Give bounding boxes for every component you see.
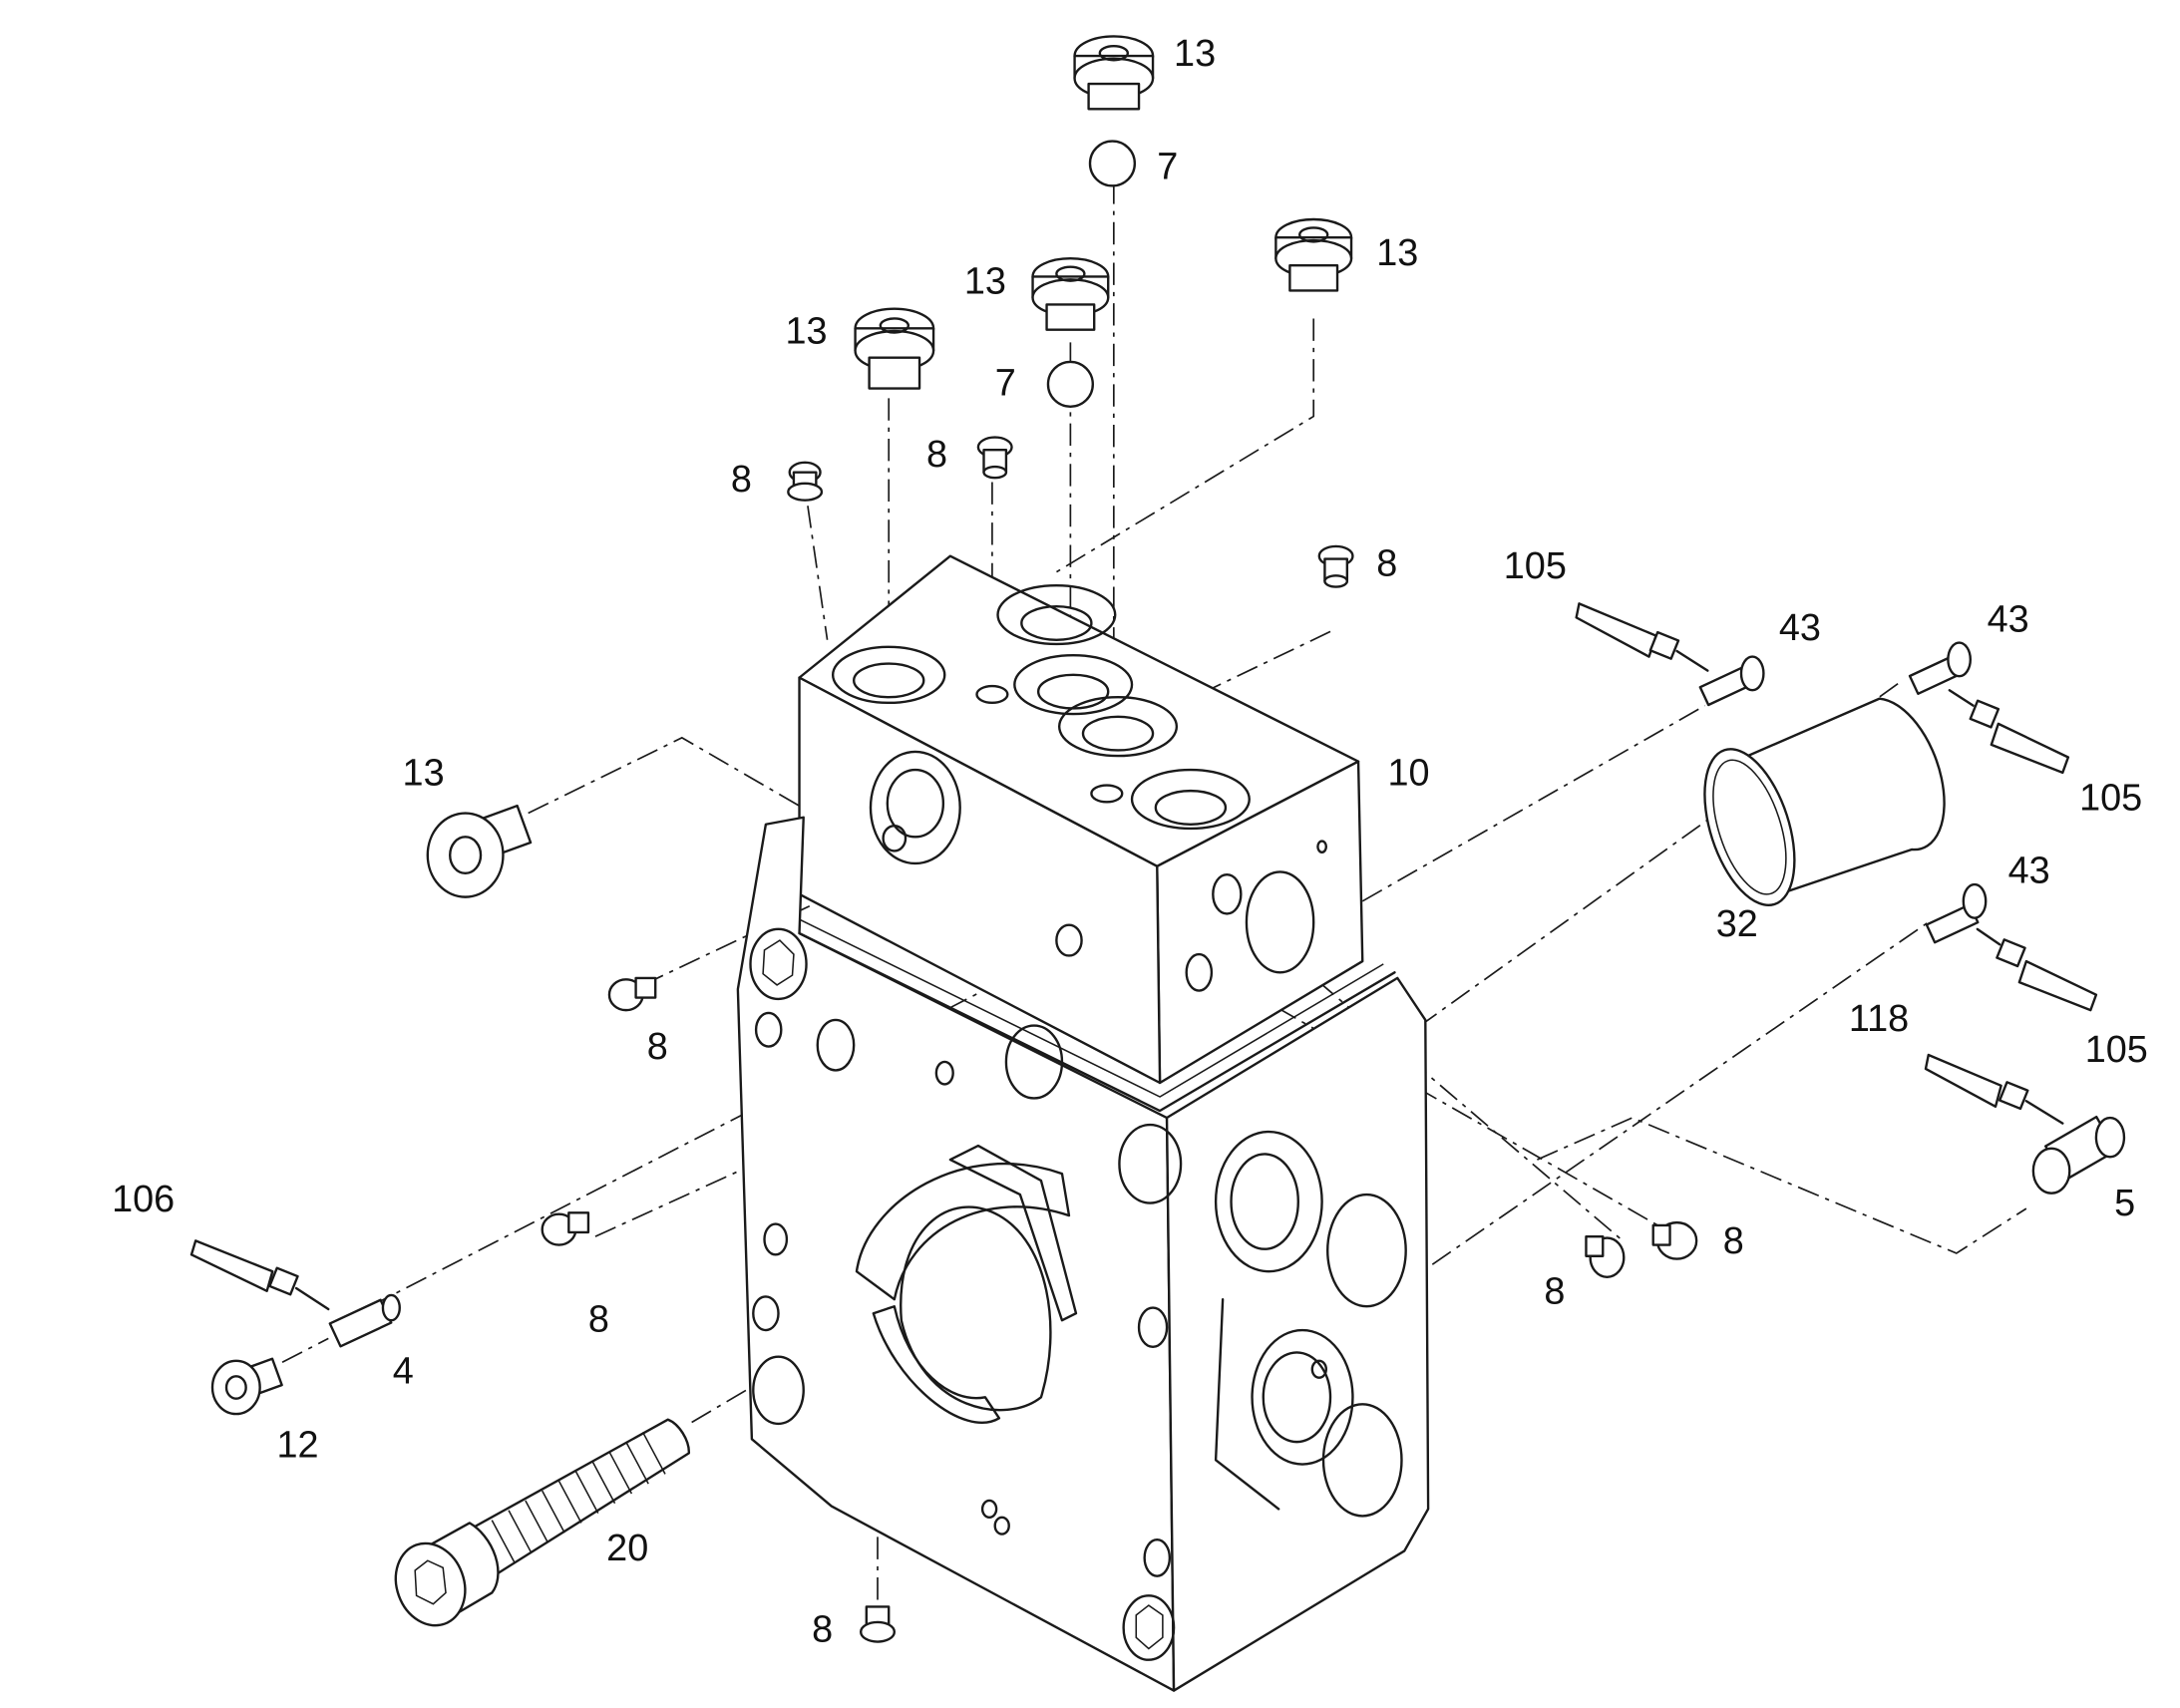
- small-plug-g: [1651, 1220, 1698, 1260]
- callout-8-b: 8: [926, 434, 947, 476]
- adhesive-tube-c: [1976, 927, 2098, 1012]
- small-plug-c: [1317, 544, 1354, 588]
- adhesive-tube-b: [1948, 689, 2070, 775]
- callout-labels: 13 7 13 13 7 13 8 8 8 105 43 43 13 10 10…: [112, 33, 2148, 1651]
- callout-105-a: 105: [1504, 545, 1567, 587]
- small-plug-a: [787, 461, 824, 502]
- callout-8-h: 8: [812, 1609, 833, 1651]
- plug-screw-side: [426, 804, 533, 898]
- callout-12: 12: [276, 1425, 318, 1467]
- plug-screw-top: [1073, 35, 1155, 111]
- sleeve: [1703, 697, 1946, 906]
- adhesive-tube-e: [189, 1239, 330, 1311]
- adjust-screw-a: [1698, 655, 1765, 707]
- cap-screw: [394, 1418, 691, 1627]
- callout-13-middle: 13: [964, 260, 1006, 302]
- callout-106: 106: [112, 1179, 175, 1220]
- assembly-axes: [281, 181, 2027, 1600]
- callout-32: 32: [1716, 903, 1758, 945]
- throttle-screw: [2031, 1115, 2126, 1195]
- callout-43-c: 43: [2008, 851, 2050, 892]
- adjust-screw-c: [1925, 882, 1988, 944]
- callout-5: 5: [2114, 1183, 2135, 1224]
- callout-8-a: 8: [731, 459, 752, 501]
- small-plug-d: [607, 976, 657, 1012]
- ball-upper: [1088, 140, 1137, 187]
- callout-13-left: 13: [786, 311, 828, 353]
- ball-lower: [1046, 360, 1094, 408]
- callout-13-side: 13: [403, 753, 445, 795]
- callout-10: 10: [1387, 753, 1429, 795]
- callout-8-e: 8: [588, 1298, 609, 1340]
- adhesive-tube-d: [1924, 1053, 2064, 1125]
- plug-screw-left: [854, 307, 935, 390]
- callout-13-top: 13: [1174, 33, 1216, 75]
- callout-8-c: 8: [1376, 542, 1397, 584]
- plug-screw-middle: [1031, 257, 1110, 331]
- small-plug-b: [976, 436, 1013, 480]
- callout-7-upper: 7: [1157, 146, 1178, 187]
- callout-8-d: 8: [647, 1026, 668, 1068]
- orifice-screw: [328, 1293, 401, 1348]
- callout-7-lower: 7: [995, 363, 1016, 405]
- adhesive-tube-a: [1575, 602, 1709, 672]
- plug-screw-right: [1274, 217, 1353, 292]
- callout-8-f: 8: [1544, 1270, 1565, 1312]
- small-plug-h: [859, 1605, 897, 1643]
- callout-20: 20: [606, 1528, 648, 1569]
- callout-43-a: 43: [1779, 607, 1821, 649]
- valve-housing: [736, 554, 1430, 1692]
- small-plug-e: [541, 1211, 590, 1246]
- callout-8-g: 8: [1723, 1220, 1744, 1262]
- callout-118: 118: [1849, 998, 1909, 1040]
- callout-105-c: 105: [2085, 1029, 2148, 1071]
- small-plug-f: [1585, 1234, 1626, 1278]
- callout-105-b: 105: [2079, 778, 2142, 820]
- callout-4: 4: [393, 1350, 414, 1392]
- callout-43-b: 43: [1988, 598, 2029, 640]
- adjust-screw-b: [1908, 641, 1972, 695]
- callout-13-right: 13: [1376, 232, 1418, 274]
- plug-screw-small: [210, 1357, 283, 1416]
